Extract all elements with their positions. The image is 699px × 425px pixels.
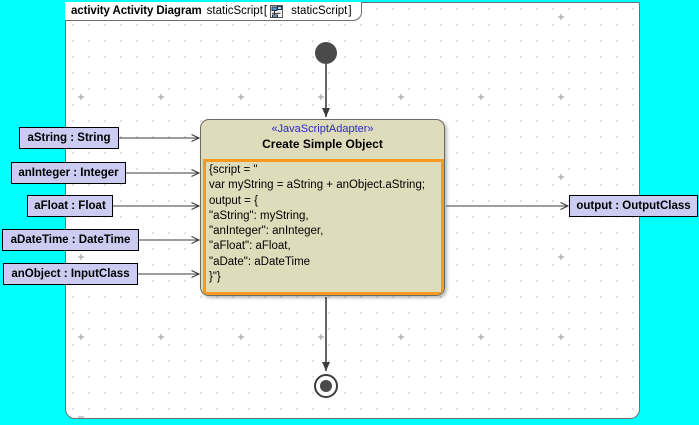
pin-output[interactable]: output : OutputClass — [569, 195, 698, 217]
pin-afloat[interactable]: aFloat : Float — [27, 195, 113, 217]
script-line: "aDate": aDateTime — [209, 255, 311, 268]
initial-node[interactable] — [315, 42, 337, 64]
script-line: "aFloat": aFloat, — [209, 240, 291, 253]
frame-bracket-open: [ — [263, 5, 268, 17]
script-body[interactable]: {script = " var myString = aString + anO… — [203, 159, 444, 295]
frame-name: staticScript — [206, 5, 263, 17]
action-stereotype: «JavaScriptAdapter» — [271, 123, 374, 135]
script-line: }"} — [209, 271, 221, 284]
action-header: «JavaScriptAdapter» Create Simple Object — [201, 120, 444, 153]
activity-diagram-icon — [270, 4, 284, 18]
pin-adatetime[interactable]: aDateTime : DateTime — [2, 229, 139, 251]
frame-keyword: activity Activity Diagram — [71, 5, 202, 17]
script-line: var myString = aString + anObject.aStrin… — [209, 179, 426, 192]
script-line: "aString": myString, — [209, 209, 309, 222]
frame-inner-name: staticScript — [291, 5, 348, 17]
frame-title-tab[interactable]: activity Activity Diagram staticScript [… — [65, 2, 362, 21]
action-create-simple-object[interactable]: «JavaScriptAdapter» Create Simple Object… — [200, 119, 445, 296]
activity-final-node[interactable] — [314, 374, 338, 398]
frame-bracket-close: ] — [348, 5, 352, 17]
pin-anobject[interactable]: anObject : InputClass — [3, 263, 138, 285]
script-line: "anInteger": anInteger, — [209, 225, 324, 238]
pin-aninteger[interactable]: anInteger : Integer — [11, 162, 126, 184]
action-title: Create Simple Object — [262, 136, 383, 151]
script-line: {script = " — [209, 164, 258, 176]
pin-astring[interactable]: aString : String — [19, 127, 119, 149]
script-line: output = { — [209, 194, 258, 207]
